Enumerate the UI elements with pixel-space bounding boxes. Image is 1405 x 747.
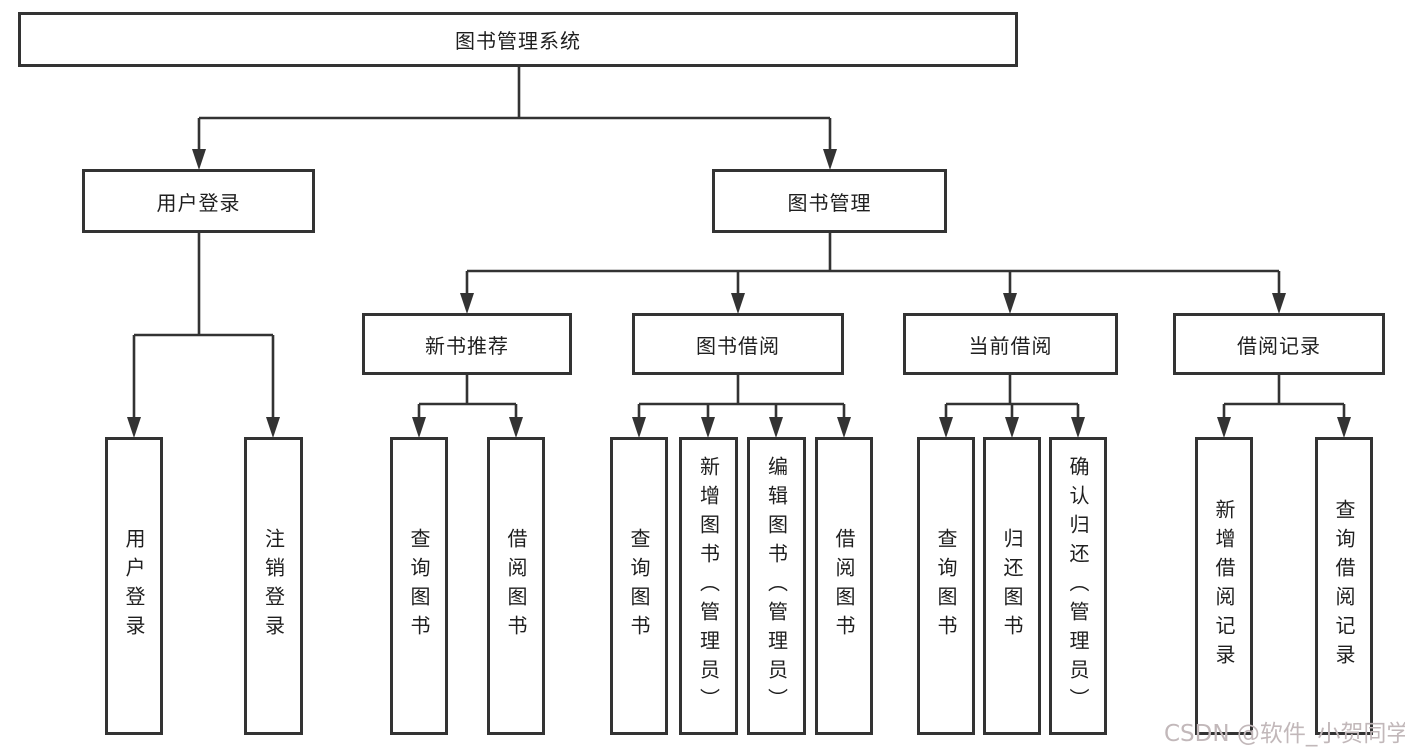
leaf-user-login-label: 用户登录 — [122, 528, 146, 644]
node-user-login-label: 用户登录 — [156, 190, 241, 215]
node-root-label: 图书管理系统 — [455, 29, 581, 53]
leaf-add-book-admin: 新增图书（管理员） — [679, 437, 738, 735]
leaf-add-borrow-record: 新增借阅记录 — [1195, 437, 1253, 735]
leaf-edit-book-admin-label: 编辑图书（管理员） — [764, 455, 789, 717]
leaf-borrow-book-recommend-label: 借阅图书 — [504, 528, 528, 644]
node-borrow-records: 借阅记录 — [1173, 313, 1385, 375]
leaf-query-book-recommend: 查询图书 — [390, 437, 448, 735]
node-borrow-records-label: 借阅记录 — [1237, 333, 1321, 358]
leaf-return-book: 归还图书 — [983, 437, 1041, 735]
node-book-management-label: 图书管理 — [787, 190, 872, 215]
leaf-logout-login: 注销登录 — [244, 437, 303, 735]
node-user-login: 用户登录 — [82, 169, 315, 233]
node-book-borrow: 图书借阅 — [632, 313, 844, 375]
leaf-query-book-current: 查询图书 — [917, 437, 975, 735]
leaf-edit-book-admin: 编辑图书（管理员） — [747, 437, 806, 735]
leaf-query-borrow-record-label: 查询借阅记录 — [1332, 499, 1356, 673]
node-book-borrow-label: 图书借阅 — [696, 333, 780, 358]
node-current-borrow: 当前借阅 — [903, 313, 1118, 375]
leaf-query-book-current-label: 查询图书 — [934, 528, 958, 644]
arrowhead-icons — [127, 149, 1351, 438]
node-book-management: 图书管理 — [712, 169, 947, 233]
leaf-add-borrow-record-label: 新增借阅记录 — [1212, 499, 1236, 673]
leaf-query-book-borrow-label: 查询图书 — [627, 528, 651, 644]
csdn-watermark: CSDN @软件_小贺同学 — [1164, 721, 1405, 747]
leaf-confirm-return-admin: 确认归还（管理员） — [1049, 437, 1107, 735]
leaf-add-book-admin-label: 新增图书（管理员） — [696, 455, 721, 717]
leaf-query-book-borrow: 查询图书 — [610, 437, 668, 735]
leaf-logout-login-label: 注销登录 — [261, 528, 286, 644]
node-new-book-recommend: 新书推荐 — [362, 313, 572, 375]
node-new-book-recommend-label: 新书推荐 — [425, 333, 509, 358]
node-root-system: 图书管理系统 — [18, 12, 1018, 67]
leaf-borrow-book-borrow-label: 借阅图书 — [832, 528, 856, 644]
leaf-borrow-book-borrow: 借阅图书 — [815, 437, 873, 735]
leaf-query-borrow-record: 查询借阅记录 — [1315, 437, 1373, 735]
leaf-user-login: 用户登录 — [105, 437, 163, 735]
node-current-borrow-label: 当前借阅 — [968, 333, 1053, 358]
leaf-borrow-book-recommend: 借阅图书 — [487, 437, 545, 735]
leaf-return-book-label: 归还图书 — [1000, 528, 1024, 644]
leaf-query-book-recommend-label: 查询图书 — [407, 528, 431, 644]
leaf-confirm-return-admin-label: 确认归还（管理员） — [1066, 455, 1090, 717]
